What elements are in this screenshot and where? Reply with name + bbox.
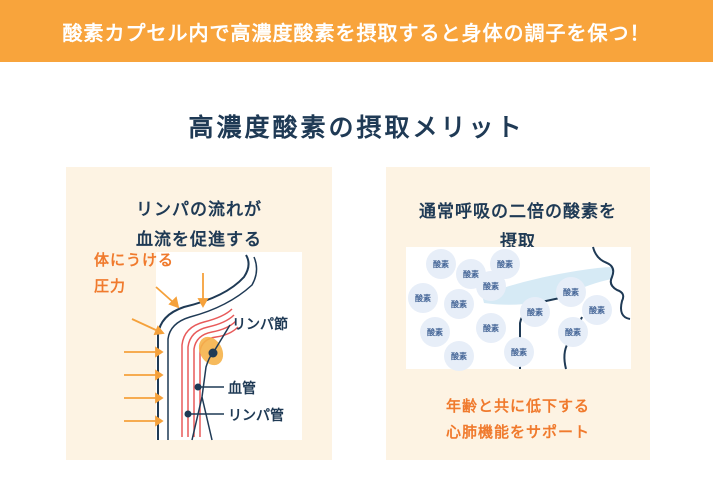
oxygen-bubble: 酸素: [420, 317, 450, 347]
pressure-arrows: [124, 273, 209, 427]
vessel-split-left: [191, 396, 203, 441]
lymph-flow-card: リンパの流れが 血流を促進する 体にうけ: [66, 167, 332, 460]
lymph-node-label: リンパ節: [232, 317, 288, 333]
lymph-card-title-line2: 血流を促進する: [136, 230, 262, 250]
top-banner: 酸素カプセル内で高濃度酸素を摂取すると身体の調子を保つ！: [0, 0, 713, 62]
benefit-line2: 心肺機能をサポート: [445, 423, 590, 441]
oxygen-bubble: 酸素: [520, 297, 550, 327]
body-outline: [157, 254, 250, 440]
oxygen-intake-card: 通常呼吸の二倍の酸素を 摂取 酸素 酸素 酸素 酸素 酸素 酸素 酸素 酸素 酸…: [386, 167, 650, 460]
oxygen-bubble: 酸素: [558, 317, 588, 347]
vessel-split-right: [201, 396, 213, 441]
body-outline-inner: [167, 256, 258, 440]
lymph-vessel-label: リンパ管: [228, 408, 284, 424]
oxygen-bubble: 酸素: [426, 249, 456, 279]
pressure-label-line2: 圧力: [94, 277, 127, 295]
oxygen-bubble: 酸素: [444, 289, 474, 319]
section-heading: 高濃度酸素の摂取メリット: [188, 113, 525, 142]
benefit-line1: 年齢と共に低下する: [445, 397, 590, 415]
body-illustration-panel: [156, 252, 302, 440]
banner-text: 酸素カプセル内で高濃度酸素を摂取すると身体の調子を保つ！: [62, 20, 651, 45]
body-diagram: [124, 254, 258, 441]
lymph-card-title-line1: リンパの流れが: [136, 200, 262, 220]
oxygen-bubble: 酸素: [408, 283, 438, 313]
blood-vessel-label: 血管: [228, 381, 256, 397]
oxygen-bubble: 酸素: [582, 295, 612, 325]
lymph-line-1: [181, 308, 233, 437]
head-profile: [592, 246, 631, 320]
oxygen-bubble: 酸素: [476, 313, 506, 343]
oxygen-bubble: 酸素: [556, 277, 586, 307]
oxygen-bubble: 酸素: [504, 337, 534, 367]
vessel-center: [201, 352, 214, 398]
pressure-label-line1: 体にうける: [94, 251, 175, 269]
oxygen-bubble: 酸素: [444, 341, 474, 371]
lymph-line-2: [187, 314, 235, 437]
oxygen-bubble: 酸素: [476, 271, 506, 301]
oxygen-card-title-line1: 通常呼吸の二倍の酸素を: [419, 202, 617, 222]
breath-stream: [482, 267, 612, 305]
